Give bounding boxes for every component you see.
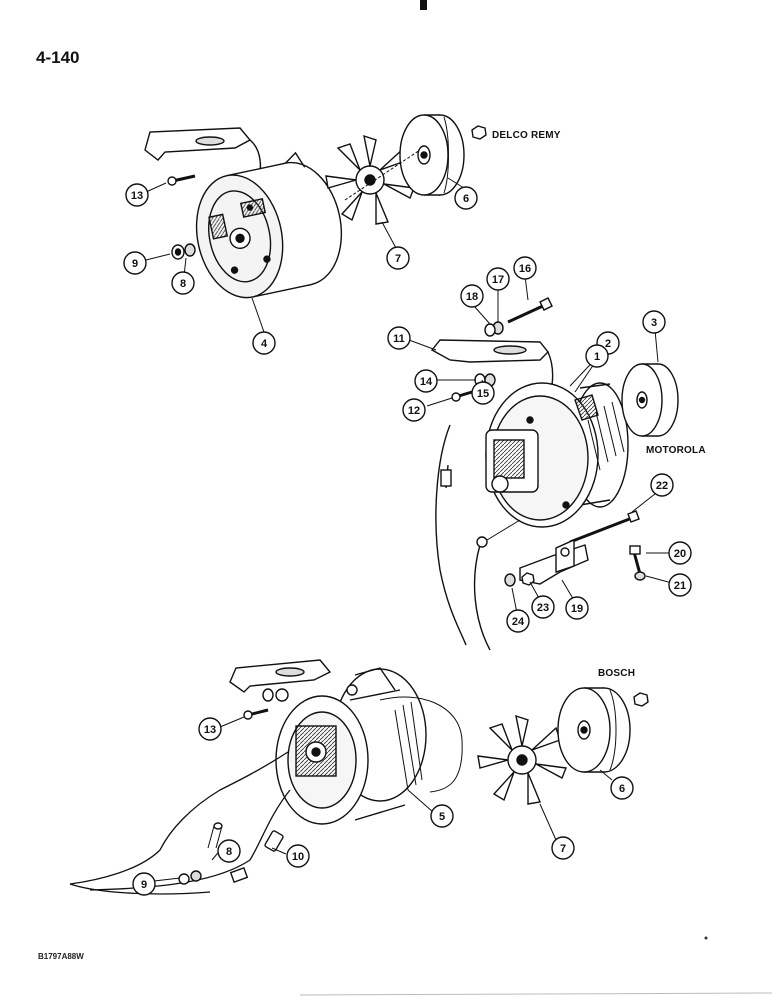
- bosch-assembly: [69, 659, 649, 895]
- callout-24: 24: [506, 609, 530, 633]
- callout-label: 3: [651, 317, 657, 329]
- motorola-alternator: [485, 382, 629, 528]
- bosch-bracket: [229, 659, 332, 693]
- bosch-label: BOSCH: [598, 668, 636, 679]
- callout-20: 20: [668, 541, 692, 565]
- callout-15: 15: [471, 381, 495, 405]
- callout-21: 21: [668, 573, 692, 597]
- callout-label: 2: [605, 338, 611, 350]
- motorola-label: MOTOROLA: [646, 445, 706, 456]
- callout-label: 4: [261, 338, 268, 350]
- callout-label: 13: [131, 190, 143, 202]
- callout-17: 17: [486, 267, 510, 291]
- callout-22: 22: [650, 473, 674, 497]
- callout-label: 8: [180, 278, 186, 290]
- callout-label: 10: [292, 851, 304, 863]
- callout-label: 16: [519, 263, 531, 275]
- callout-label: 13: [204, 724, 216, 736]
- callout-label: 5: [439, 811, 445, 823]
- callout-label: 18: [466, 291, 478, 303]
- callout-label: 17: [492, 274, 504, 286]
- callout-19: 19: [565, 596, 589, 620]
- callout-6-bosch: 6: [610, 776, 634, 800]
- callout-label: 8: [226, 846, 232, 858]
- callout-12: 12: [402, 398, 426, 422]
- scan-edge: [299, 992, 772, 996]
- callout-18: 18: [460, 284, 484, 308]
- callout-label: 7: [560, 843, 566, 855]
- callout-9-bosch: 9: [132, 872, 156, 896]
- callout-13-delco: 13: [125, 183, 149, 207]
- callout-label: 9: [141, 879, 147, 891]
- callouts: 13 9 8 4 7 6 18 17 16 11 14 12 15 2 1 3 …: [123, 183, 692, 896]
- callout-label: 22: [656, 480, 668, 492]
- delco-remy-assembly: [144, 114, 487, 299]
- callout-label: 15: [477, 388, 489, 400]
- callout-4: 4: [252, 331, 276, 355]
- callout-1: 1: [585, 344, 609, 368]
- callout-9-delco: 9: [123, 251, 147, 275]
- callout-label: 20: [674, 548, 686, 560]
- callout-label: 1: [594, 351, 600, 363]
- callout-10: 10: [286, 844, 310, 868]
- callout-5: 5: [430, 804, 454, 828]
- callout-label: 9: [132, 258, 138, 270]
- callout-6-delco: 6: [454, 186, 478, 210]
- delco-alternator: [195, 151, 343, 299]
- callout-label: 7: [395, 253, 401, 265]
- callout-label: 24: [512, 616, 525, 628]
- bosch-alternator: [275, 667, 427, 825]
- callout-13-bosch: 13: [198, 717, 222, 741]
- callout-label: 23: [537, 602, 549, 614]
- callout-label: 14: [420, 376, 433, 388]
- motorola-bracket: [430, 339, 549, 363]
- delco-fan: [325, 134, 415, 225]
- callout-11: 11: [387, 326, 411, 350]
- fold-mark: [420, 0, 427, 10]
- callout-8-bosch: 8: [217, 839, 241, 863]
- delco-pulley: [399, 114, 465, 196]
- delco-remy-label: DELCO REMY: [492, 130, 561, 141]
- callout-label: 6: [619, 783, 625, 795]
- callout-3: 3: [642, 310, 666, 334]
- callout-23: 23: [531, 595, 555, 619]
- callout-label: 19: [571, 603, 583, 615]
- callout-7-bosch: 7: [551, 836, 575, 860]
- callout-14: 14: [414, 369, 438, 393]
- delco-bracket: [144, 127, 252, 161]
- callout-label: 11: [393, 333, 405, 345]
- callout-label: 6: [463, 193, 469, 205]
- bosch-pulley: [557, 687, 631, 773]
- callout-8-delco: 8: [171, 271, 195, 295]
- motorola-assembly: [430, 297, 679, 651]
- callout-7-delco: 7: [386, 246, 410, 270]
- callout-16: 16: [513, 256, 537, 280]
- scan-speck: [704, 936, 708, 940]
- bosch-fan: [477, 714, 567, 805]
- page-number: 4-140: [36, 48, 80, 67]
- callout-label: 21: [674, 580, 686, 592]
- motorola-pulley: [621, 363, 679, 437]
- callout-label: 12: [408, 405, 420, 417]
- document-code: B1797A88W: [38, 952, 84, 961]
